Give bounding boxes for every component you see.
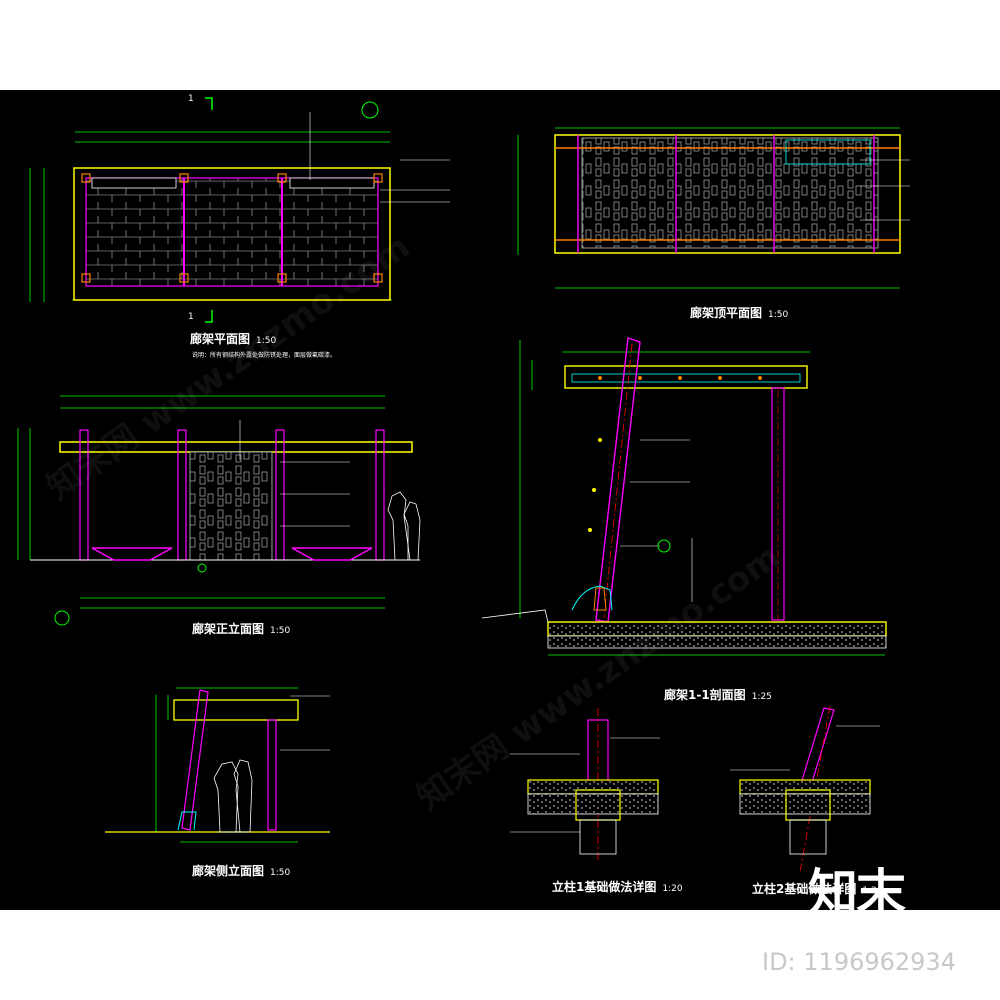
cad-linework [17,97,910,873]
plan-note: 说明：所有钢结构外露处做防锈处理，面层做氟碳漆。 [192,352,337,359]
side-elevation [105,687,330,843]
section-view [481,337,887,656]
section-marker-bottom: 1 [188,312,194,322]
plan-view [29,97,450,323]
watermark-logo: 知末 [808,864,906,922]
front-elevation [17,395,421,626]
detail-column-1 [510,708,660,860]
roof-plan-view [517,127,910,289]
detail-column-2 [730,705,880,873]
section-marker-top: 1 [188,94,194,104]
cad-drawing-area: 知末网 www.znzmo.com 知末网 www.znzmo.com 1 1 … [0,90,1000,910]
image-id: ID: 1196962934 [762,948,956,976]
